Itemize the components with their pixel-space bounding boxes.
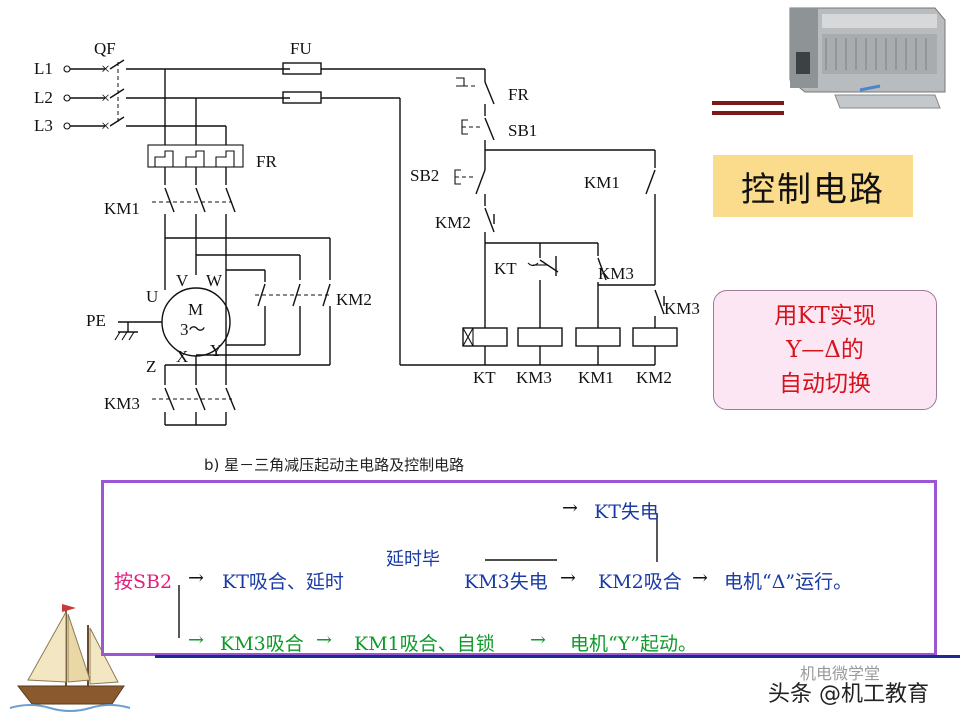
km3-main-contacts [152,387,236,411]
arrow-2: → [560,567,576,589]
motor-terminal-x: X [176,347,188,366]
delay-label: 延时毕 [386,549,440,570]
sequence-connectors [178,513,658,638]
fr-nc-contact [456,77,495,105]
kt-note-line1: 用KT实现 [774,303,876,329]
arrow-3: → [692,567,708,589]
motor-terminal-w: W [206,271,223,290]
coil-km2 [632,327,678,347]
coil-label-km2: KM2 [636,368,672,387]
kt-note-line3: 自动切换 [779,371,871,397]
label-km3-main: KM3 [104,394,140,413]
label-kt-contact: KT [494,259,517,278]
km3-on-text: KM3吸合 [220,633,304,655]
label-fr-main: FR [256,152,277,171]
motor-star-text: 电机“Y”起动。 [570,633,697,655]
motor-m: M [188,300,203,319]
label-km2-ctrl: KM2 [435,213,471,232]
coil-km3 [517,327,563,347]
branch-arrow: → [188,629,204,651]
km1-on-text: KM1吸合、自锁 [354,633,495,655]
label-l1: L1 [34,59,53,78]
km3-off-text: KM3失电 [464,571,548,593]
decorative-bars [712,101,784,121]
motor-terminal-u: U [146,287,158,306]
label-fu: FU [290,39,312,58]
motor-phase: 3～ [180,320,206,339]
coil-kt [462,327,508,347]
label-fr-ctrl: FR [508,85,529,104]
label-sb2: SB2 [410,166,439,185]
label-km3-contact: KM3 [598,264,634,283]
title-box: 控制电路 [713,155,913,217]
watermark-text: 机电微学堂 [800,664,881,683]
label-qf: QF [94,39,116,58]
coil-label-kt: KT [473,368,496,387]
svg-text:×: × [101,61,110,78]
coil-label-km3: KM3 [516,368,552,387]
km2-nc-contact [484,207,495,233]
press-sb2-text: 按SB2 [114,571,173,593]
kt-note-line2: Y—Δ的 [786,337,864,363]
sequence-frame: → KT失电 延时毕 按SB2 → KT吸合、延时 KM3失电 → KM2吸合 … [101,480,937,656]
kt-off-text: KT失电 [594,501,659,523]
kt-timed-contact [527,256,559,276]
motor-terminal-y: Y [210,341,222,360]
label-l3: L3 [34,116,53,135]
arrow-1: → [188,567,204,589]
fr-thermal-relay [147,144,244,168]
coil-km1 [575,327,621,347]
coil-label-km1: KM1 [578,368,614,387]
km2-main-contacts [255,283,332,307]
km3-nc-contact [654,289,665,315]
label-km2-main: KM2 [336,290,372,309]
svg-text:×: × [101,118,110,135]
arrow-4: → [316,629,332,651]
ground-symbol [114,322,138,341]
diagram-caption: b) 星－三角减压起动主电路及控制电路 [204,456,464,474]
kt-off-arrow: → [562,497,578,519]
footer-source: 头条 @机工教育 [768,682,929,707]
qf-breaker: × × × [101,59,125,135]
label-sb1: SB1 [508,121,537,140]
motor-delta-text: 电机“Δ”运行。 [724,571,853,593]
plc-device-picture [789,7,946,109]
sb1-stop-button [461,117,495,141]
arrow-5: → [530,629,546,651]
sb2-start-button [454,169,486,195]
page-title: 控制电路 [741,169,885,210]
motor-terminal-z: Z [146,357,156,376]
kt-note-box: 用KT实现 Y—Δ的 自动切换 [713,290,937,410]
motor-terminal-v: V [176,271,189,290]
label-km1-ctrl: KM1 [584,173,620,192]
footer-line [155,655,960,658]
label-l2: L2 [34,88,53,107]
km2-on-text: KM2吸合 [598,571,682,593]
svg-text:×: × [101,90,110,107]
km1-main-contacts [152,187,236,213]
label-pe: PE [86,311,106,330]
label-km1-main: KM1 [104,199,140,218]
kt-on-text: KT吸合、延时 [222,571,344,593]
label-km3-nc: KM3 [664,299,700,318]
